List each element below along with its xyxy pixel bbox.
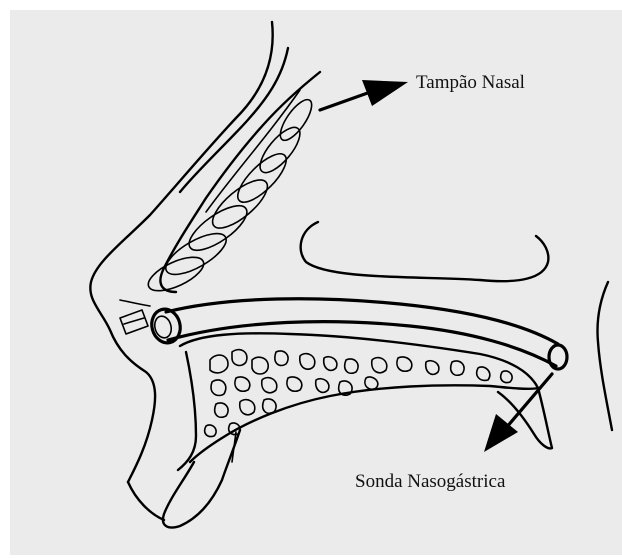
soft-palate bbox=[498, 388, 552, 448]
pharynx-wall bbox=[597, 282, 612, 430]
pack-fold bbox=[275, 95, 317, 145]
nostril-line bbox=[120, 300, 150, 306]
lower-lip bbox=[163, 430, 240, 528]
pack-fold bbox=[254, 121, 307, 178]
turbinate bbox=[301, 222, 549, 281]
nose-outline bbox=[90, 22, 272, 482]
arrow-nasal-pack bbox=[320, 80, 408, 110]
palate-outline bbox=[180, 333, 538, 462]
tube-rear-opening bbox=[549, 345, 567, 369]
nostril-clip bbox=[120, 310, 148, 334]
palate-lower bbox=[178, 352, 196, 470]
chin-line bbox=[232, 432, 236, 462]
pack-edge bbox=[206, 90, 300, 212]
nasogastric-tube-label: Sonda Nasogástrica bbox=[355, 471, 505, 493]
nasal-pack-label: Tampão Nasal bbox=[416, 72, 525, 94]
lower-jaw-line bbox=[128, 482, 164, 520]
